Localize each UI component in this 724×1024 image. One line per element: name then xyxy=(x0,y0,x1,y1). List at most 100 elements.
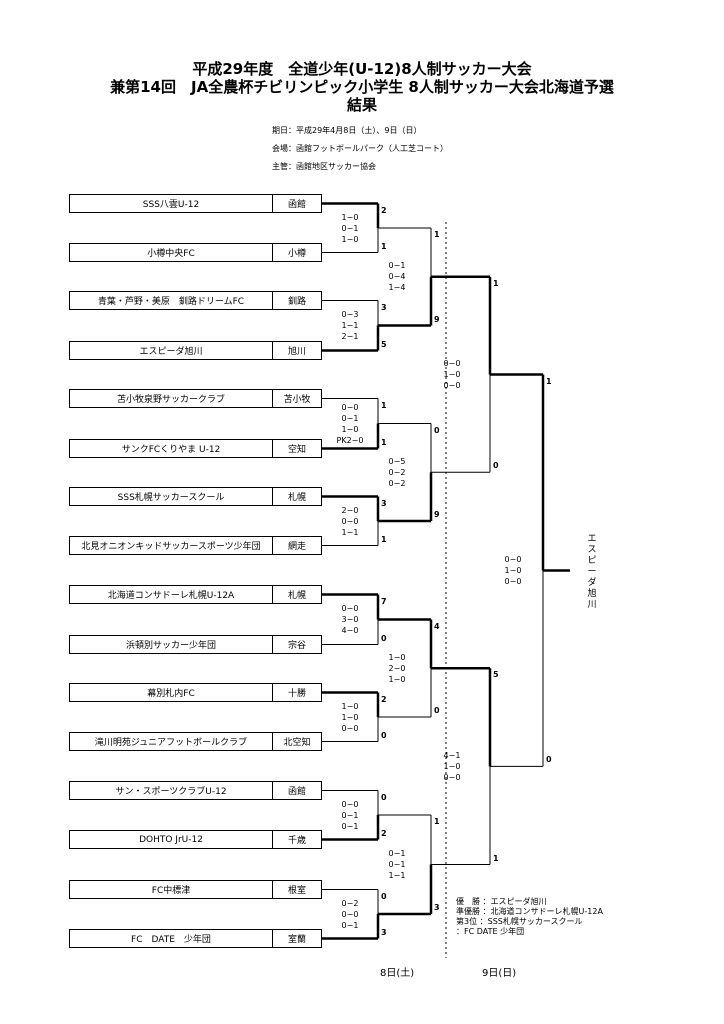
team-name: 苫小牧泉野サッカークラブ xyxy=(70,390,273,407)
result-second: 準優勝 ：北海道コンサドーレ札幌U-12A xyxy=(456,907,603,916)
round2-score-bottom: 3 xyxy=(434,903,440,912)
round1-score-top: 1 xyxy=(381,400,387,410)
team-name: FC中標津 xyxy=(70,881,273,898)
team-row: SSS札幌サッカースクール 札幌 xyxy=(69,487,322,506)
final-period-scores: 0−0 1−0 0−0 xyxy=(504,555,522,587)
team-row: FC DATE 少年団 室蘭 xyxy=(69,929,322,948)
round1-score-bottom: 0 xyxy=(381,730,387,740)
semifinal-period-scores: 0−0 1−0 0−0 xyxy=(443,359,461,390)
round2-score-top: 1 xyxy=(434,230,440,239)
team-region: 札幌 xyxy=(287,591,306,601)
team-name: 小樽中央FC xyxy=(70,244,273,261)
team-name: 浜頓別サッカー少年団 xyxy=(70,636,273,653)
round1-period-scores: 0−3 1−1 2−1 xyxy=(341,310,359,341)
team-region: 釧路 xyxy=(287,297,306,307)
result-third-2: ：FC DATE 少年団 xyxy=(456,927,525,936)
semifinal-period-scores: 4−1 1−0 0−0 xyxy=(443,750,461,782)
semifinal-score-bottom: 1 xyxy=(493,853,499,863)
team-region: 宗谷 xyxy=(287,641,306,651)
round2-score-bottom: 0 xyxy=(434,706,440,715)
team-row: 青葉・芦野・美原 釧路ドリームFC 釧路 xyxy=(69,291,322,310)
round2-score-bottom: 9 xyxy=(434,314,440,324)
round1-score-top: 0 xyxy=(381,891,387,901)
title-line-2: 兼第14回 JA全農杯チビリンピック小学生 8人制サッカー大会北海道予選 xyxy=(110,78,614,96)
event-organizer: 主管：函館地区サッカー協会 xyxy=(272,162,376,171)
team-region: 札幌 xyxy=(287,493,306,503)
round2-score-bottom: 9 xyxy=(434,510,440,519)
team-region: 苫小牧 xyxy=(283,395,311,405)
final-score-bottom: 0 xyxy=(546,755,552,765)
title-line-3: 結果 xyxy=(346,96,377,114)
team-row: DOHTO JrU-12 千歳 xyxy=(69,830,322,849)
team-row: 滝川明苑ジュニアフットボールクラブ北空知 xyxy=(69,732,322,751)
team-region: 十勝 xyxy=(287,689,306,699)
team-name: 幕別札内FC xyxy=(70,684,273,701)
team-name: 青葉・芦野・美原 釧路ドリームFC xyxy=(70,292,273,309)
semifinal-score-bottom: 0 xyxy=(493,461,499,471)
team-region: 小樽 xyxy=(287,249,306,259)
semifinal-score-top: 1 xyxy=(493,278,499,288)
team-row: サンクFCくりやま U-12 空知 xyxy=(69,439,322,458)
result-first: 優 勝 ：エスピーダ旭川 xyxy=(456,897,547,906)
title-line-1: 平成29年度 全道少年(U-12)8人制サッカー大会 xyxy=(192,60,532,78)
team-region: 網走 xyxy=(287,542,306,552)
round1-score-top: 7 xyxy=(381,596,387,606)
team-region: 根室 xyxy=(287,886,306,896)
round1-score-bottom: 5 xyxy=(381,339,387,349)
round1-period-scores: 0−0 0−1 1−0 PK2−0 xyxy=(336,402,364,445)
round1-period-scores: 1−0 1−0 0−0 xyxy=(341,701,359,733)
round1-period-scores: 0−0 0−1 0−1 xyxy=(341,799,359,831)
team-region: 千歳 xyxy=(287,836,306,846)
event-venue: 会場：函館フットボールパーク（人工芝コート） xyxy=(272,144,448,153)
day-1-label: 8日(土) xyxy=(380,968,415,979)
round2-period-scores: 0−1 0−4 1−4 xyxy=(388,261,406,293)
team-row: 浜頓別サッカー少年団 宗谷 xyxy=(69,635,322,654)
team-name: 北見オニオンキッドサッカースポーツ少年団 xyxy=(70,537,273,554)
team-row: FC中標津 根室 xyxy=(69,880,322,899)
team-row: サン・スポーツクラブU-12 函館 xyxy=(69,781,322,800)
event-date: 期日：平成29年4月8日（土）、9日（日） xyxy=(272,126,422,135)
team-name: SSS札幌サッカースクール xyxy=(70,488,273,505)
team-name: サン・スポーツクラブU-12 xyxy=(70,782,273,799)
team-name: DOHTO JrU-12 xyxy=(70,831,273,848)
team-region: 旭川 xyxy=(287,347,306,357)
team-region: 室蘭 xyxy=(287,935,306,945)
team-name: 滝川明苑ジュニアフットボールクラブ xyxy=(70,733,273,750)
team-row: 苫小牧泉野サッカークラブ苫小牧 xyxy=(69,389,322,408)
round2-score-top: 0 xyxy=(434,425,440,435)
team-name: エスピーダ旭川 xyxy=(70,342,273,359)
team-region: 函館 xyxy=(287,787,306,797)
team-row: 小樽中央FC 小樽 xyxy=(69,243,322,262)
final-score-top: 1 xyxy=(546,376,552,386)
round1-score-top: 3 xyxy=(381,302,387,312)
team-name: FC DATE 少年団 xyxy=(70,930,273,947)
round1-score-bottom: 3 xyxy=(381,927,387,937)
round2-score-top: 1 xyxy=(434,817,440,826)
round1-score-top: 3 xyxy=(381,498,387,508)
round1-period-scores: 1−0 0−1 1−0 xyxy=(341,212,359,244)
team-row: 幕別札内FC 十勝 xyxy=(69,683,322,702)
round1-score-bottom: 2 xyxy=(381,828,387,838)
result-third-1: 第3位 ：SSS札幌サッカースクール xyxy=(456,917,583,926)
team-name: サンクFCくりやま U-12 xyxy=(70,440,273,457)
team-region: 函館 xyxy=(287,200,306,210)
round1-score-top: 0 xyxy=(381,792,387,802)
round1-score-bottom: 1 xyxy=(381,241,387,251)
round1-score-bottom: 1 xyxy=(381,534,387,544)
round1-score-top: 2 xyxy=(381,694,387,704)
round2-score-top: 4 xyxy=(434,621,440,631)
team-row: 北見オニオンキッドサッカースポーツ少年団 網走 xyxy=(69,536,322,555)
round1-period-scores: 2−0 0−0 1−1 xyxy=(341,505,359,537)
team-region: 空知 xyxy=(287,445,306,455)
round1-score-bottom: 0 xyxy=(381,633,387,643)
round2-period-scores: 0−1 0−1 1−1 xyxy=(388,849,406,880)
team-row: エスピーダ旭川 旭川 xyxy=(69,341,322,360)
round2-period-scores: 0−5 0−2 0−2 xyxy=(388,456,406,488)
round2-period-scores: 1−0 2−0 1−0 xyxy=(388,652,406,684)
day-2-label: 9日(日) xyxy=(482,968,517,979)
round1-score-bottom: 1 xyxy=(381,437,387,447)
round1-period-scores: 0−2 0−0 0−1 xyxy=(341,898,359,930)
